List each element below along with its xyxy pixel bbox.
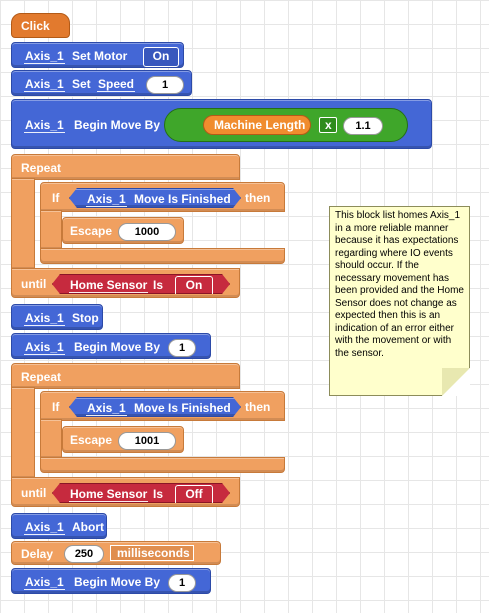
set-label: Set [72, 77, 91, 91]
escape-label: Escape [70, 224, 113, 238]
delay-value-input[interactable]: 250 [64, 545, 104, 563]
begin-move-label: Begin Move By [74, 340, 161, 354]
axis-name: Axis_1 [24, 340, 65, 355]
move-value-input[interactable]: 1 [168, 574, 196, 592]
begin-move-block-2[interactable]: Axis_1 Begin Move By 1 [11, 333, 211, 359]
if-block-1-side [40, 210, 62, 250]
if-block-2-top[interactable]: If Axis_1 Move Is Finished then [40, 391, 285, 421]
abort-block[interactable]: Axis_1 Abort [11, 513, 107, 539]
then-label: then [245, 400, 271, 414]
sensor-name: Home Sensor [70, 487, 148, 501]
abort-label: Abort [72, 520, 104, 534]
set-speed-block[interactable]: Axis_1 Set Speed 1 [11, 70, 192, 96]
set-motor-label: Set Motor [72, 49, 128, 63]
comment-note[interactable]: This block list homes Axis_1 in a more r… [329, 206, 470, 396]
condition-label: Move Is Finished [134, 401, 231, 415]
axis-name: Axis_1 [87, 401, 126, 415]
operator-label: x [325, 118, 332, 132]
multiply-block[interactable]: Machine Length x 1.1 [164, 108, 408, 142]
escape-value-input[interactable]: 1001 [118, 432, 176, 450]
repeat-block-2-side [11, 387, 35, 479]
motor-state-dropdown[interactable]: On [143, 47, 179, 67]
axis-name: Axis_1 [24, 77, 65, 92]
var-machine-length[interactable]: Machine Length [203, 115, 311, 135]
set-motor-block[interactable]: Axis_1 Set Motor On [11, 42, 184, 68]
repeat-block-2-top[interactable]: Repeat [11, 363, 240, 389]
if-block-1-bottom [40, 248, 285, 264]
unit-label: milliseconds [117, 546, 190, 560]
is-label: Is [153, 278, 164, 292]
begin-move-label: Begin Move By [74, 575, 161, 589]
repeat-block-2-bottom[interactable]: until Home Sensor Is Off [11, 477, 240, 507]
is-label: Is [153, 487, 164, 501]
begin-move-block-3[interactable]: Axis_1 Begin Move By 1 [11, 568, 211, 594]
event-label: Click [21, 19, 50, 33]
if-label: If [52, 191, 60, 205]
delay-label: Delay [21, 547, 54, 561]
axis-name: Axis_1 [87, 192, 126, 206]
stop-block[interactable]: Axis_1 Stop [11, 304, 103, 330]
sensor-name: Home Sensor [70, 278, 148, 292]
until-label: until [21, 486, 47, 500]
speed-value-input[interactable]: 1 [146, 76, 184, 94]
operator-dropdown[interactable]: x [319, 117, 337, 133]
begin-move-block-1[interactable]: Axis_1 Begin Move By Machine Length x 1.… [11, 99, 432, 149]
repeat-label: Repeat [21, 370, 62, 384]
escape-value-input[interactable]: 1000 [118, 223, 176, 241]
axis-name: Axis_1 [24, 311, 65, 326]
if-block-2-side [40, 419, 62, 459]
if-block-1-top[interactable]: If Axis_1 Move Is Finished then [40, 182, 285, 212]
stop-label: Stop [72, 311, 99, 325]
delay-unit-dropdown[interactable]: milliseconds [110, 545, 194, 561]
if-label: If [52, 400, 60, 414]
axis-name: Axis_1 [24, 575, 65, 590]
sensor-state-dropdown[interactable]: On [175, 276, 213, 296]
then-label: then [245, 191, 271, 205]
escape-block-1[interactable]: Escape 1000 [62, 217, 184, 244]
begin-move-label: Begin Move By [74, 118, 161, 132]
escape-block-2[interactable]: Escape 1001 [62, 426, 184, 453]
speed-field-dropdown[interactable]: Speed [97, 77, 136, 92]
repeat-block-1-side [11, 178, 35, 270]
repeat-block-1-bottom[interactable]: until Home Sensor Is On [11, 268, 240, 298]
repeat-block-1-top[interactable]: Repeat [11, 154, 240, 180]
axis-name: Axis_1 [24, 520, 65, 535]
axis-name: Axis_1 [24, 118, 65, 133]
factor-input[interactable]: 1.1 [343, 117, 383, 135]
until-label: until [21, 277, 47, 291]
escape-label: Escape [70, 433, 113, 447]
move-finished-condition[interactable]: Axis_1 Move Is Finished [69, 188, 241, 208]
condition-label: Move Is Finished [134, 192, 231, 206]
axis-name: Axis_1 [24, 49, 65, 64]
click-event-block[interactable]: Click [11, 13, 70, 38]
home-sensor-condition[interactable]: Home Sensor Is On [52, 274, 230, 294]
repeat-label: Repeat [21, 161, 62, 175]
move-finished-condition[interactable]: Axis_1 Move Is Finished [69, 397, 241, 417]
delay-block[interactable]: Delay 250 milliseconds [11, 541, 221, 565]
if-block-2-bottom [40, 457, 285, 473]
move-value-input[interactable]: 1 [168, 339, 196, 357]
home-sensor-condition[interactable]: Home Sensor Is Off [52, 483, 230, 503]
var-label: Machine Length [214, 118, 306, 132]
sensor-state-dropdown[interactable]: Off [175, 485, 213, 505]
